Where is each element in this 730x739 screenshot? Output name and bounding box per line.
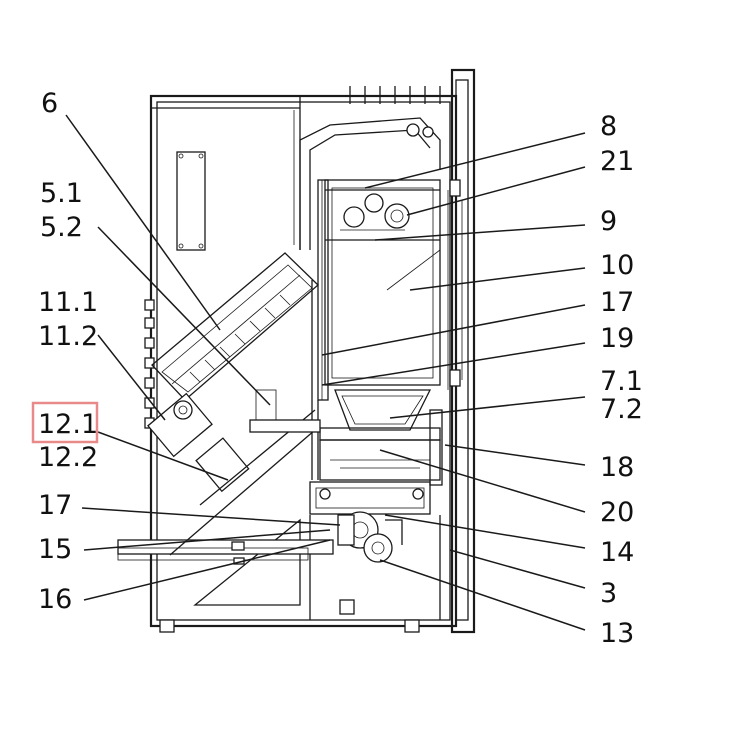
label-3: 3 (600, 578, 617, 609)
label-5-2: 5.2 (40, 212, 83, 243)
label-9: 9 (600, 206, 617, 237)
label-13: 13 (600, 618, 634, 649)
label-17-left: 17 (38, 490, 72, 521)
label-18: 18 (600, 452, 634, 483)
label-8: 8 (600, 111, 617, 142)
label-15: 15 (38, 534, 72, 565)
label-17-right: 17 (600, 287, 634, 318)
top-fins (349, 86, 441, 104)
auger-assembly (147, 252, 319, 556)
label-11-2: 11.2 (38, 321, 98, 352)
leader-lines (65, 114, 586, 631)
label-12-2: 12.2 (38, 442, 98, 473)
label-6: 6 (41, 88, 58, 119)
label-7-2: 7.2 (600, 394, 643, 425)
label-19: 19 (600, 323, 634, 354)
fan-assembly (337, 511, 403, 563)
highlight-box-12-1 (31, 401, 99, 444)
label-10: 10 (600, 250, 634, 281)
label-16: 16 (38, 584, 72, 615)
label-14: 14 (600, 537, 634, 568)
label-12-1: 12.1 (38, 409, 98, 440)
label-11-1: 11.1 (38, 287, 98, 318)
label-20: 20 (600, 497, 634, 528)
label-5-1: 5.1 (40, 178, 83, 209)
label-21: 21 (600, 146, 634, 177)
label-7-1: 7.1 (600, 366, 643, 397)
stove-drawing (117, 68, 476, 634)
